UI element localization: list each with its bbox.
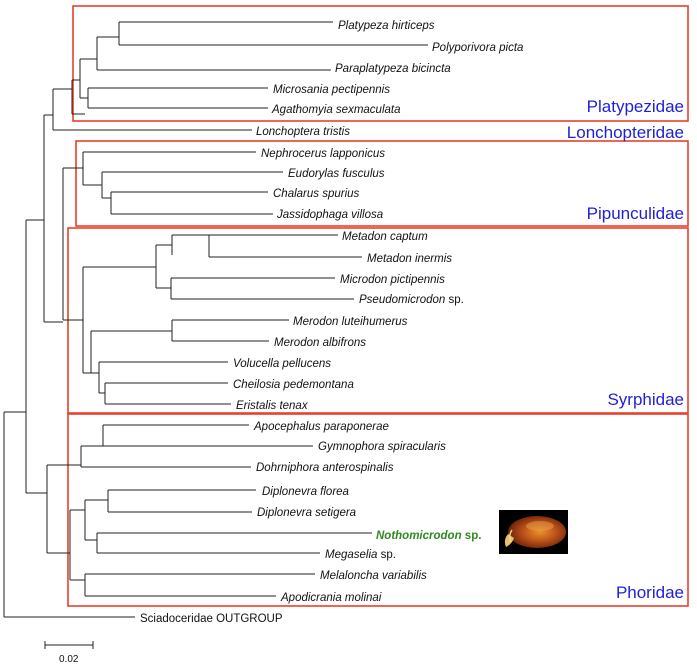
taxon-label: Pseudomicrodon sp. xyxy=(359,294,464,306)
taxon-label: Chalarus spurius xyxy=(273,188,360,200)
nothomicrodon-larva-photo xyxy=(499,510,568,554)
taxon-label: Agathomyia sexmaculata xyxy=(271,104,400,116)
tree-branches xyxy=(3,21,428,618)
taxon-label: Nephrocerus lapponicus xyxy=(261,148,385,160)
family-label-lonchopteridae: Lonchopteridae xyxy=(567,123,684,142)
taxon-label: Eudorylas fusculus xyxy=(288,168,385,180)
taxon-label: Diplonevra florea xyxy=(262,486,349,498)
box-phoridae xyxy=(67,413,689,607)
taxon-label: Melaloncha variabilis xyxy=(320,570,427,582)
taxon-label: Microdon pictipennis xyxy=(340,274,445,286)
taxon-labels: Platypeza hirticeps Polyporivora picta P… xyxy=(140,20,523,625)
taxon-label: Megaselia sp. xyxy=(325,549,396,561)
taxon-label: Polyporivora picta xyxy=(432,42,523,54)
family-label-platypezidae: Platypezidae xyxy=(587,97,684,116)
taxon-label: Metadon inermis xyxy=(367,253,452,265)
taxon-label: Volucella pellucens xyxy=(233,358,331,370)
taxon-label: Paraplatypeza bicincta xyxy=(335,63,451,75)
family-label-syrphidae: Syrphidae xyxy=(607,390,684,409)
box-platypezidae xyxy=(72,5,689,122)
taxon-label: Metadon captum xyxy=(342,231,428,243)
taxon-label: Diplonevra setigera xyxy=(257,507,356,519)
box-pipunculidae xyxy=(75,140,689,227)
taxon-label: Merodon luteihumerus xyxy=(293,316,408,328)
family-label-pipunculidae: Pipunculidae xyxy=(587,204,684,223)
scale-bar-label: 0.02 xyxy=(59,654,79,665)
family-labels: Platypezidae Lonchopteridae Pipunculidae… xyxy=(567,97,684,602)
taxon-label: Platypeza hirticeps xyxy=(338,20,435,32)
taxon-label: Lonchoptera tristis xyxy=(256,126,350,138)
taxon-label: Sciadoceridae OUTGROUP xyxy=(140,613,283,625)
taxon-label: Microsania pectipennis xyxy=(273,84,390,96)
taxon-label: Eristalis tenax xyxy=(236,400,309,412)
taxon-label: Apodicrania molinai xyxy=(280,592,382,604)
family-label-phoridae: Phoridae xyxy=(616,583,684,602)
taxon-label: Cheilosia pedemontana xyxy=(233,379,354,391)
scale-bar: 0.02 xyxy=(44,641,94,665)
family-boxes xyxy=(67,5,689,607)
taxon-label: Jassidophaga villosa xyxy=(276,209,383,221)
taxon-label: Nothomicrodon sp. xyxy=(376,530,481,542)
taxon-label: Apocephalus paraponerae xyxy=(253,421,389,433)
taxon-label: Merodon albifrons xyxy=(274,337,366,349)
taxon-label: Dohrniphora anterospinalis xyxy=(256,462,394,474)
taxon-label: Gymnophora spiracularis xyxy=(318,441,446,453)
